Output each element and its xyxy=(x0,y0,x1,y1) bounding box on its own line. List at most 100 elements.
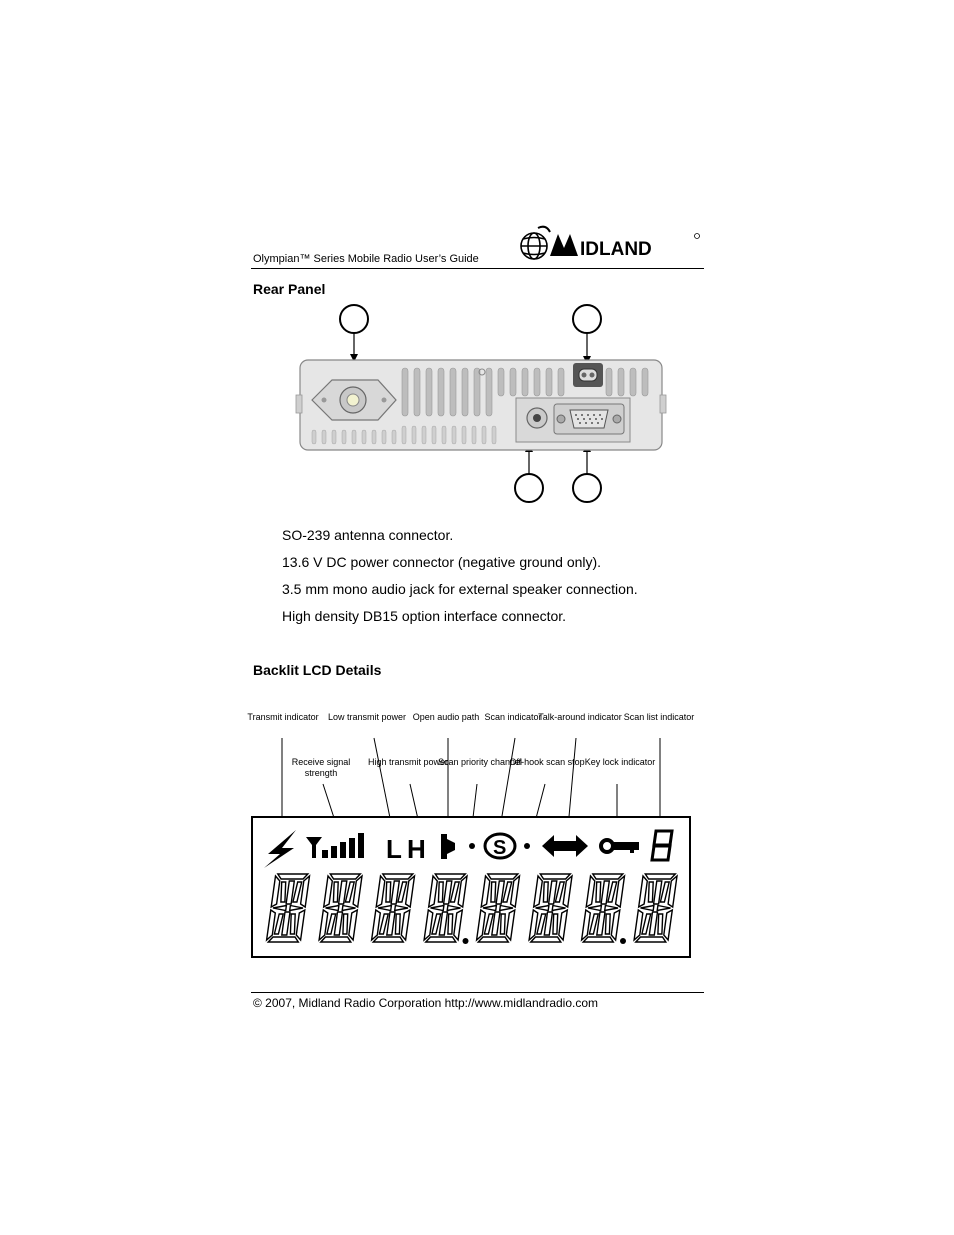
segment xyxy=(285,880,296,905)
segment xyxy=(299,874,311,909)
segment xyxy=(486,873,520,880)
callout-3 xyxy=(514,473,544,503)
segment xyxy=(580,908,592,942)
segment xyxy=(634,936,668,943)
segment xyxy=(266,936,300,943)
segment xyxy=(430,904,445,912)
segment xyxy=(446,904,461,912)
label-key-lock-indicator: Key lock indicator xyxy=(584,757,656,767)
segment xyxy=(453,908,464,942)
segment xyxy=(375,874,386,909)
segment-character xyxy=(475,873,521,943)
segment xyxy=(543,911,554,936)
segment xyxy=(272,904,288,912)
segment xyxy=(265,908,277,942)
segment xyxy=(371,936,405,943)
segment-character xyxy=(633,873,678,943)
segment-character xyxy=(265,873,311,943)
segment xyxy=(535,904,550,912)
segment xyxy=(378,913,390,935)
segment xyxy=(385,881,392,903)
segment xyxy=(385,911,396,936)
rear-panel-diagram xyxy=(290,300,680,510)
segment xyxy=(333,911,344,936)
segment xyxy=(633,908,644,942)
scan-s-icon: S xyxy=(483,832,517,860)
main-segment-display xyxy=(265,873,678,944)
segment xyxy=(562,874,573,909)
segment xyxy=(495,880,506,905)
midland-logo: IDLAND xyxy=(516,222,706,266)
lcd-diagram: L H S xyxy=(250,700,695,962)
segment xyxy=(604,913,611,935)
segment xyxy=(288,904,304,912)
label-scan-priority-channel: Scan priority channel xyxy=(437,757,523,767)
segment xyxy=(390,880,401,905)
scan-s-glyph: S xyxy=(493,837,506,859)
svg-text:IDLAND: IDLAND xyxy=(580,239,652,260)
section-heading-lcd: Backlit LCD Details xyxy=(253,662,382,678)
segment xyxy=(447,913,454,935)
segment xyxy=(637,874,649,909)
segment xyxy=(397,881,408,903)
label-scan-indicator: Scan indicator xyxy=(484,712,542,722)
segment xyxy=(457,874,468,909)
segment xyxy=(427,874,439,909)
segment xyxy=(657,913,664,935)
segment xyxy=(442,880,453,905)
label-open-audio-path: Open audio path xyxy=(412,712,480,722)
segment xyxy=(370,908,382,942)
segment xyxy=(528,908,539,942)
segment xyxy=(332,881,339,903)
callout-4 xyxy=(572,473,602,503)
segment xyxy=(431,913,442,935)
segment xyxy=(542,881,549,903)
segment xyxy=(292,881,303,903)
segment xyxy=(538,873,572,880)
segment xyxy=(433,873,467,880)
segment xyxy=(585,874,596,909)
segment xyxy=(600,880,611,905)
segment xyxy=(490,881,497,903)
segment xyxy=(318,908,329,942)
segment xyxy=(640,904,655,912)
segment xyxy=(476,936,510,943)
segment xyxy=(595,911,606,936)
segment xyxy=(656,904,671,912)
antenna-signal-icon xyxy=(306,833,364,858)
key-icon xyxy=(599,838,639,854)
segment xyxy=(509,874,521,909)
segment xyxy=(482,904,498,912)
list-item: High density DB15 option interface conne… xyxy=(282,608,567,624)
segment xyxy=(643,873,677,880)
label-receive-signal-strength: Receive signal strength xyxy=(291,757,351,778)
decimal-point xyxy=(462,938,469,944)
segment xyxy=(603,904,619,912)
segment xyxy=(344,881,356,903)
segment-digit-icon xyxy=(650,829,674,862)
segment xyxy=(280,911,291,936)
segment xyxy=(532,874,544,909)
segment xyxy=(319,936,353,943)
decimal-point xyxy=(620,938,626,944)
segment xyxy=(558,908,569,942)
segment xyxy=(554,881,566,903)
segment xyxy=(276,873,310,880)
segment xyxy=(551,904,566,912)
segment xyxy=(289,913,296,935)
label-talk-around-indicator: Talk-around indicator xyxy=(538,712,622,722)
segment xyxy=(295,908,306,942)
segment-character xyxy=(318,873,363,943)
callout-2 xyxy=(572,304,602,334)
segment xyxy=(381,873,415,880)
segment xyxy=(348,908,359,942)
segment xyxy=(393,904,409,912)
segment xyxy=(595,881,602,903)
segment xyxy=(547,880,558,905)
segment xyxy=(610,908,621,942)
rear-panel-list: SO-239 antenna connector. 13.6 V DC powe… xyxy=(282,526,638,634)
segment xyxy=(270,874,281,909)
segment xyxy=(607,881,618,903)
segment xyxy=(483,913,495,935)
segment xyxy=(536,913,547,935)
